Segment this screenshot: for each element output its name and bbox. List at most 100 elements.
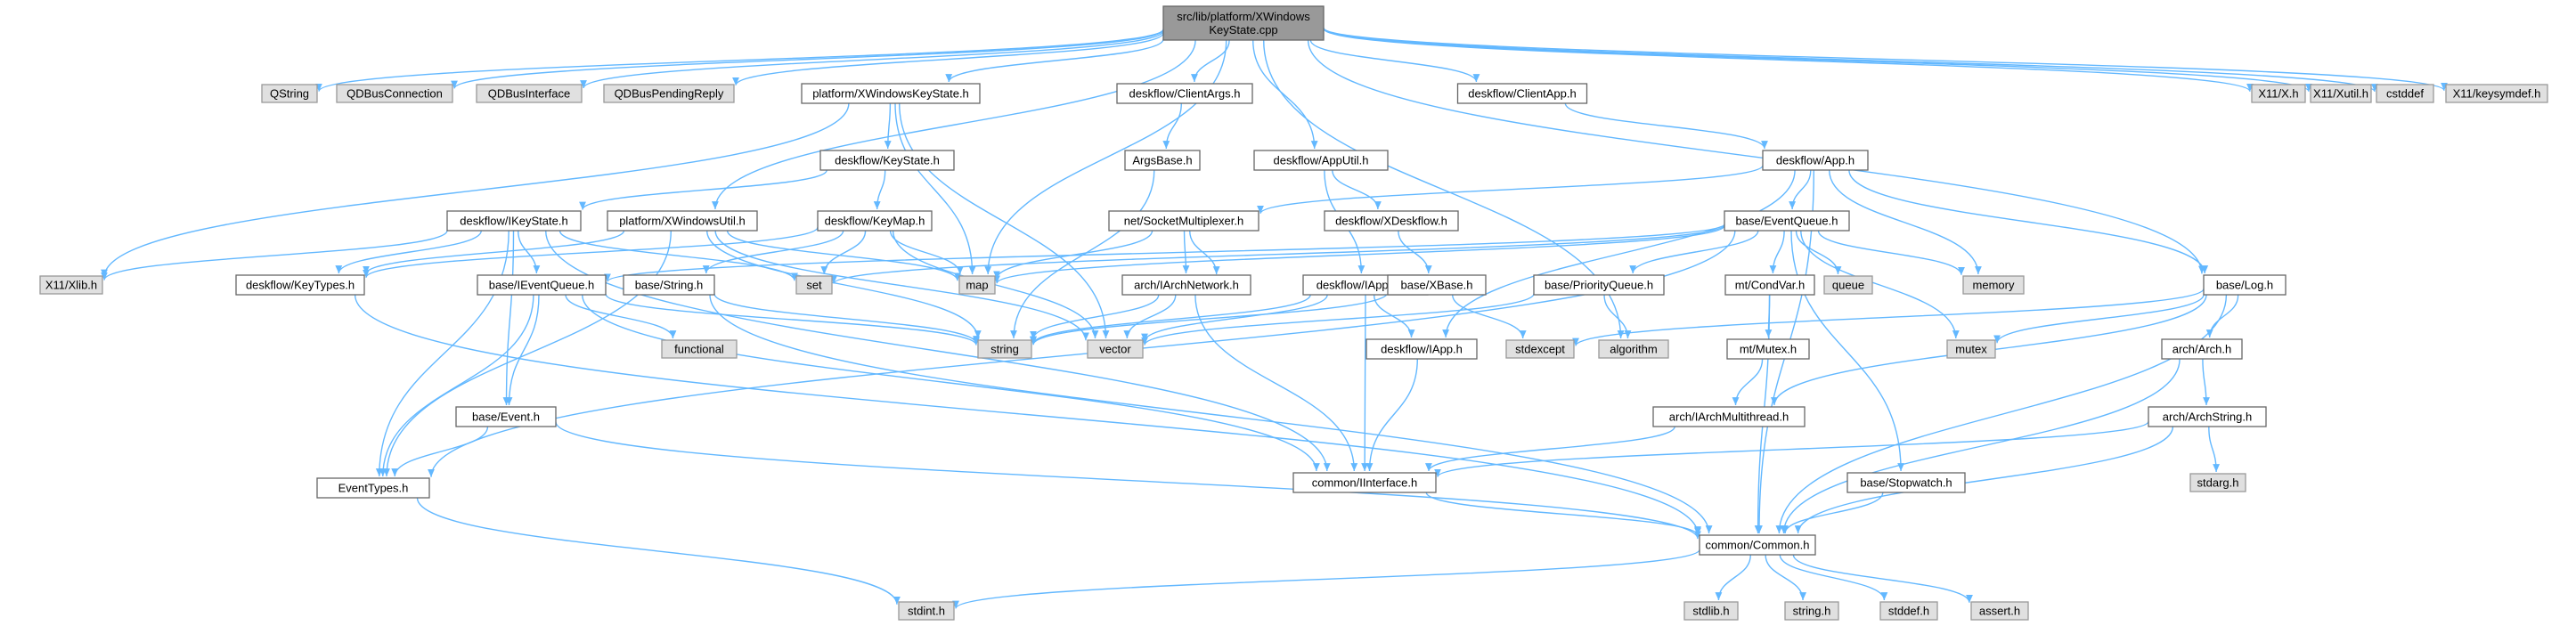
node-keystate[interactable]: deskflow/KeyState.h	[819, 150, 955, 171]
edge-xwks_h-to-vector	[899, 102, 1110, 339]
node-xwks_h[interactable]: platform/XWindowsKeyState.h	[801, 83, 981, 104]
node-stdexcept-label: stdexcept	[1515, 343, 1565, 356]
node-basestring[interactable]: base/String.h	[623, 274, 715, 296]
node-x11x: X11/X.h	[2251, 84, 2306, 103]
node-clientapp[interactable]: deskflow/ClientApp.h	[1456, 83, 1588, 104]
node-clientapp-box	[1456, 83, 1588, 104]
node-xdesk[interactable]: deskflow/XDeskflow.h	[1324, 210, 1459, 232]
edge-root-to-x11x	[1323, 28, 2254, 93]
node-iarchmt[interactable]: arch/IArchMultithread.h	[1652, 406, 1806, 427]
node-iapp[interactable]: deskflow/IApp.h	[1365, 338, 1478, 360]
edge-eventqueue-to-condvar	[1769, 230, 1785, 274]
node-stdexcept: stdexcept	[1505, 339, 1575, 359]
edge-root-to-xwks_h	[945, 38, 1164, 83]
node-stdint-label: stdint.h	[908, 605, 945, 618]
node-xwks_h-label: platform/XWindowsKeyState.h	[812, 87, 969, 101]
node-eventqueue[interactable]: base/EventQueue.h	[1724, 210, 1850, 232]
node-apputil-label: deskflow/AppUtil.h	[1274, 154, 1369, 167]
node-xwutil[interactable]: platform/XWindowsUtil.h	[607, 210, 758, 232]
node-xbase[interactable]: base/XBase.h	[1387, 274, 1487, 296]
node-condvar[interactable]: mt/CondVar.h	[1724, 274, 1815, 296]
node-clientargs[interactable]: deskflow/ClientArgs.h	[1116, 83, 1253, 104]
node-keytypes[interactable]: deskflow/KeyTypes.h	[235, 274, 365, 296]
node-iarchnet-label: arch/IArchNetwork.h	[1134, 279, 1239, 292]
node-keymap[interactable]: deskflow/KeyMap.h	[817, 210, 933, 232]
node-set-box	[795, 275, 833, 295]
edge-ikeystate-to-x11xlib	[101, 230, 448, 280]
edge-iarchmt-to-iinterface	[1425, 426, 1675, 472]
node-log[interactable]: base/Log.h	[2203, 274, 2287, 296]
node-qdbusinterface-label: QDBusInterface	[488, 87, 571, 101]
node-qdbusconnection-box	[336, 84, 453, 103]
node-archstring-label: arch/ArchString.h	[2163, 411, 2252, 424]
node-root[interactable]: src/lib/platform/XWindowsKeyState.cpp	[1162, 5, 1325, 41]
node-assert-box	[1970, 601, 2029, 621]
node-x11xlib-label: X11/Xlib.h	[45, 279, 97, 292]
node-algorithm: algorithm	[1598, 339, 1669, 359]
node-keytypes-box	[235, 274, 365, 296]
node-iinterface[interactable]: common/IInterface.h	[1292, 472, 1437, 493]
node-qdbusinterface: QDBusInterface	[476, 84, 583, 103]
node-sockmux[interactable]: net/SocketMultiplexer.h	[1108, 210, 1259, 232]
node-stddef: stddef.h	[1879, 601, 1938, 621]
edge-xbase-to-stdexcept	[1452, 294, 1527, 339]
node-pqueue[interactable]: base/PriorityQueue.h	[1533, 274, 1665, 296]
edge-basestring-to-common	[709, 294, 1713, 534]
edge-stopwatch-to-common	[1781, 492, 1884, 534]
node-eventtypes-label: EventTypes.h	[338, 482, 409, 495]
node-argsbase-label: ArgsBase.h	[1132, 154, 1192, 167]
node-eventtypes[interactable]: EventTypes.h	[316, 477, 430, 499]
node-stdlib-box	[1683, 601, 1739, 621]
node-queue-label: queue	[1832, 279, 1864, 292]
edge-keymap-to-keytypes	[363, 226, 819, 279]
node-common[interactable]: common/Common.h	[1699, 534, 1816, 556]
edge-root-to-qstring	[315, 28, 1164, 93]
node-stopwatch[interactable]: base/Stopwatch.h	[1846, 472, 1966, 493]
node-ieventqueue[interactable]: base/IEventQueue.h	[477, 274, 607, 296]
edge-event-to-common	[555, 421, 1701, 540]
node-memory: memory	[1962, 275, 2025, 295]
node-vector-box	[1087, 339, 1144, 359]
node-iarchmt-box	[1652, 406, 1806, 427]
edge-common-to-stdlib	[1715, 554, 1751, 601]
node-functional-box	[661, 339, 738, 359]
edge-eventqueue-to-pqueue	[1629, 230, 1759, 274]
node-clientapp-label: deskflow/ClientApp.h	[1468, 87, 1576, 101]
node-functional-label: functional	[674, 343, 724, 356]
node-event[interactable]: base/Event.h	[455, 406, 557, 427]
edge-ieventqueue-to-eventtypes	[379, 294, 534, 477]
node-qdbuspendingreply-label: QDBusPendingReply	[615, 87, 724, 101]
node-iapp-box	[1365, 338, 1478, 360]
node-keystate-box	[819, 150, 955, 171]
node-keymap-label: deskflow/KeyMap.h	[825, 215, 925, 228]
node-root-box	[1162, 5, 1325, 41]
node-app[interactable]: deskflow/App.h	[1762, 150, 1869, 171]
node-xwks_h-box	[801, 83, 981, 104]
edge-xwks_h-to-map	[894, 102, 976, 275]
node-ikeystate[interactable]: deskflow/IKeyState.h	[446, 210, 582, 232]
node-apputil[interactable]: deskflow/AppUtil.h	[1253, 150, 1389, 171]
edge-mtmutex-to-iarchmt	[1732, 358, 1764, 406]
node-archstring[interactable]: arch/ArchString.h	[2148, 406, 2267, 427]
edge-log-to-stdexcept	[1572, 288, 2205, 347]
node-iarchnet[interactable]: arch/IArchNetwork.h	[1121, 274, 1251, 296]
edge-archstring-to-stdarg	[2208, 426, 2221, 473]
node-arch[interactable]: arch/Arch.h	[2161, 338, 2243, 360]
node-qdbuspendingreply-box	[603, 84, 735, 103]
node-stringh: string.h	[1784, 601, 1839, 621]
edge-root-to-x11xutil	[1323, 28, 2312, 93]
node-argsbase[interactable]: ArgsBase.h	[1124, 150, 1201, 171]
node-x11xutil-box	[2310, 84, 2372, 103]
node-stdlib-label: stdlib.h	[1692, 605, 1729, 618]
node-condvar-box	[1724, 274, 1815, 296]
edge-app-to-eventqueue	[1789, 169, 1812, 210]
node-mtmutex[interactable]: mt/Mutex.h	[1726, 338, 1810, 360]
edge-common-to-stddef	[1779, 554, 1888, 601]
include-nodes: src/lib/platform/XWindowsKeyState.cppQSt…	[39, 5, 2548, 621]
node-cstddef: cstddef	[2376, 84, 2434, 103]
node-xbase-label: base/XBase.h	[1401, 279, 1473, 292]
node-qstring-box	[261, 84, 318, 103]
node-stringh-label: string.h	[1793, 605, 1831, 618]
node-x11xlib: X11/Xlib.h	[39, 275, 103, 295]
edge-arch-to-common	[1780, 358, 2181, 534]
